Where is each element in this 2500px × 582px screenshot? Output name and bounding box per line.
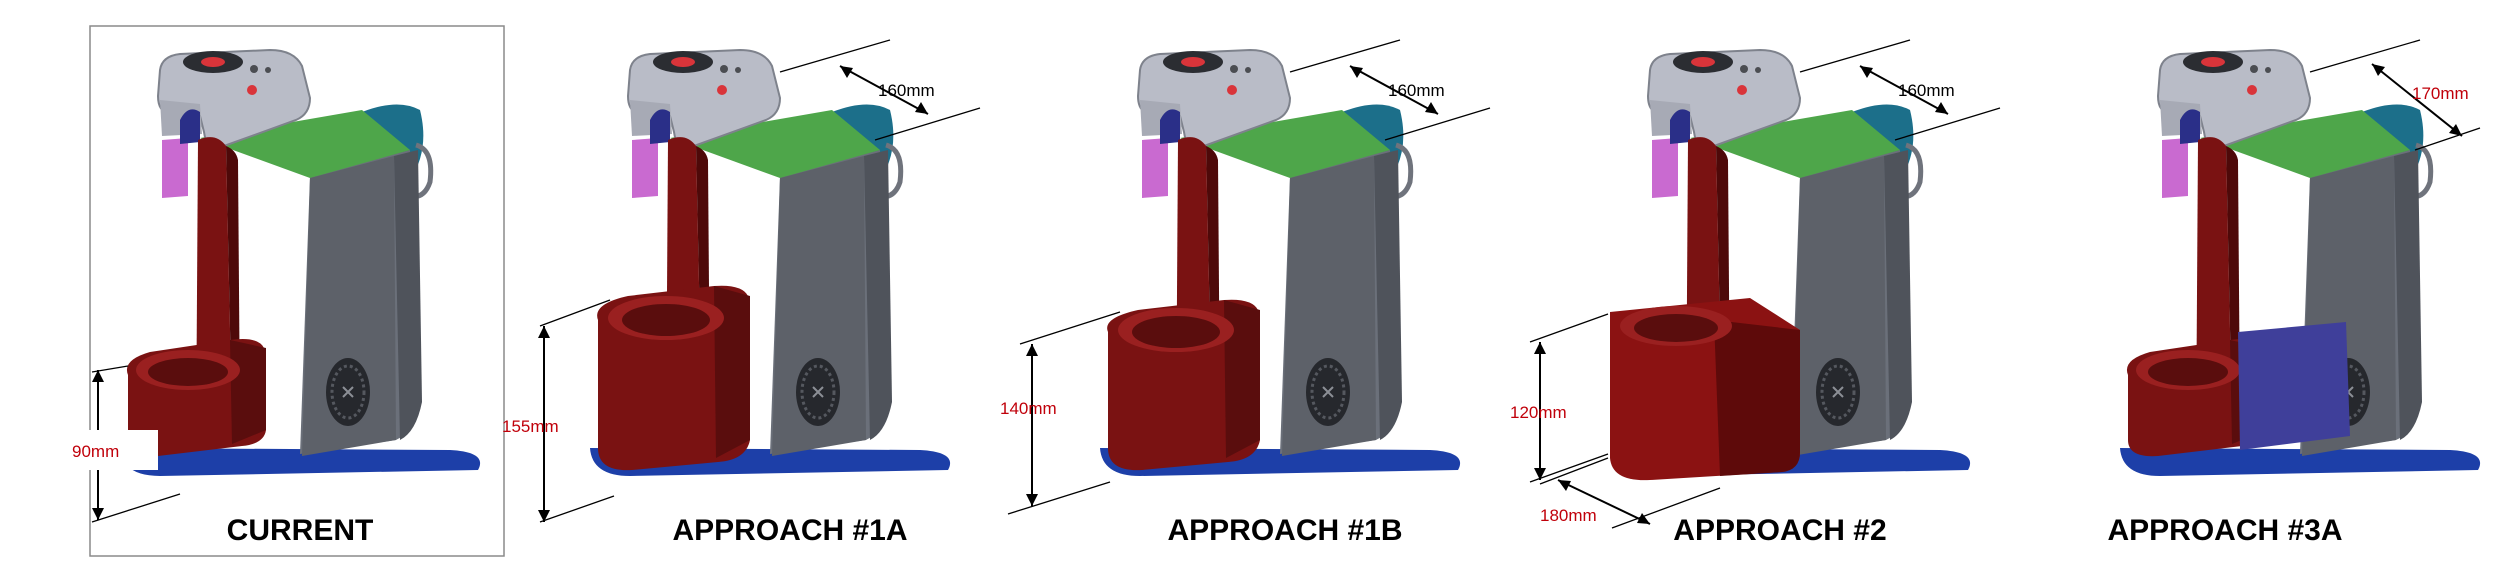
approach-1b-drip-cup	[1107, 299, 1260, 471]
approach-1a-depth-dimension-label: 160mm	[878, 81, 935, 100]
approach-3a-caption: APPROACH #3A	[2107, 514, 2342, 547]
approach-2-width-dimension-label: 180mm	[1540, 506, 1597, 525]
panel-approach-3a: 170mm APPROACH #3A	[2107, 39, 2480, 547]
approach-1b-caption: APPROACH #1B	[1167, 514, 1402, 547]
approach-2-depth-dimension-label: 160mm	[1898, 81, 1955, 100]
current-height-dimension-label: 90mm	[72, 442, 119, 461]
panel-approach-1a: 160mm 155mm APPROACH #1A	[502, 39, 981, 547]
approach-1a-height-dimension-label: 155mm	[502, 417, 559, 436]
approach-1a-caption: APPROACH #1A	[672, 514, 907, 547]
approach-2-caption: APPROACH #2	[1673, 514, 1886, 547]
approach-3a-depth-dimension-label: 170mm	[2412, 84, 2469, 103]
approach-1b-depth-dimension-label: 160mm	[1388, 81, 1445, 100]
approach-3a-side-panel	[2238, 322, 2350, 450]
approach-1a-drip-cup	[597, 285, 750, 471]
panel-approach-1b: 160mm 140mm APPROACH #1B	[1000, 39, 1491, 547]
approach-2-height-dimension-label: 120mm	[1510, 403, 1567, 422]
approach-2-drip-box	[1610, 298, 1800, 481]
panel-current: 90mm CURRENT	[70, 50, 480, 547]
current-caption: CURRENT	[227, 514, 374, 547]
current-panel-frame	[89, 25, 505, 557]
panel-approach-2: 160mm 120mm 180mm APPROACH #2	[1510, 39, 2001, 547]
approach-1b-height-dimension-label: 140mm	[1000, 399, 1057, 418]
